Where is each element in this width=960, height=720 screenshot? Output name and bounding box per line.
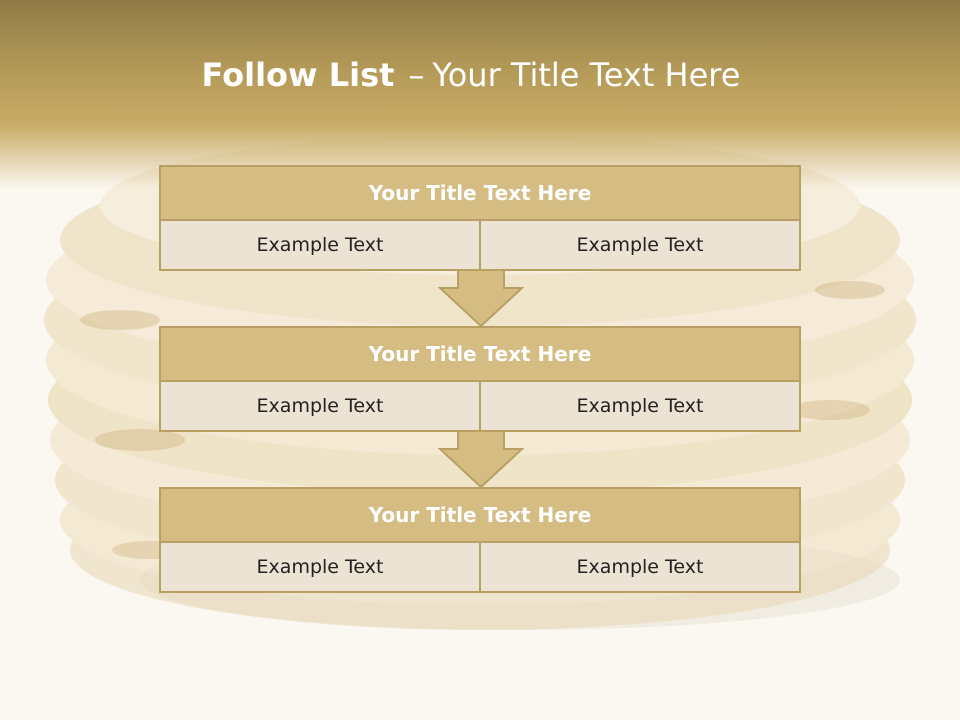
block-cell-left: Example Text [159, 382, 481, 432]
block-cell-left: Example Text [159, 221, 481, 271]
list-block-1: Your Title Text Here Example Text Exampl… [159, 165, 801, 271]
down-arrow-icon [438, 431, 524, 489]
block-cell-left: Example Text [159, 543, 481, 593]
title-bold-part: Follow List [201, 56, 395, 94]
block-cell-right: Example Text [481, 221, 801, 271]
title-subtitle-part: Your Title Text Here [432, 56, 741, 94]
block-title: Your Title Text Here [159, 487, 801, 543]
block-title: Your Title Text Here [159, 165, 801, 221]
block-row: Example Text Example Text [159, 543, 801, 593]
block-row: Example Text Example Text [159, 382, 801, 432]
list-block-2: Your Title Text Here Example Text Exampl… [159, 326, 801, 432]
down-arrow-icon [438, 270, 524, 328]
block-cell-right: Example Text [481, 382, 801, 432]
block-row: Example Text Example Text [159, 221, 801, 271]
block-cell-right: Example Text [481, 543, 801, 593]
list-block-3: Your Title Text Here Example Text Exampl… [159, 487, 801, 593]
page-title: Follow List–Your Title Text Here [0, 56, 942, 94]
block-title: Your Title Text Here [159, 326, 801, 382]
title-separator: – [408, 56, 425, 94]
header-band [0, 0, 960, 190]
